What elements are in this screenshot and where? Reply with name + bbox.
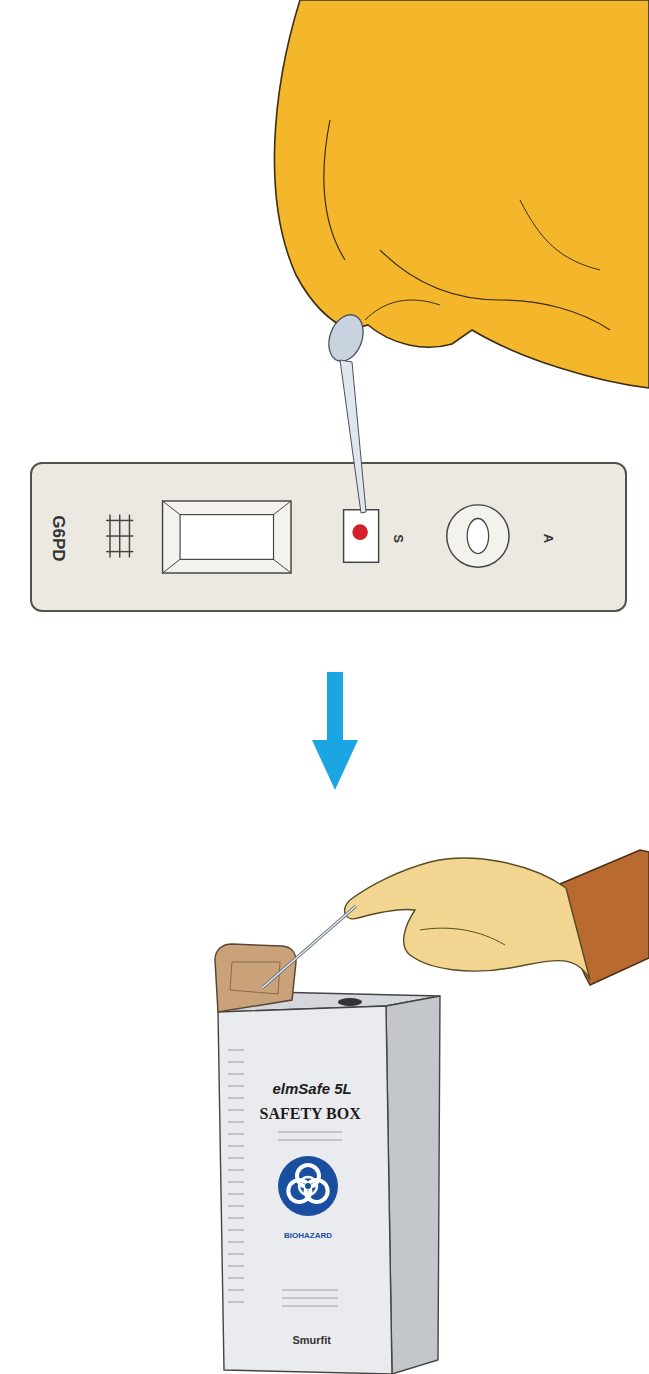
step-arrow (312, 672, 358, 790)
result-window (163, 501, 291, 573)
buffer-hole (467, 519, 488, 554)
glove-crease (420, 928, 505, 945)
fine-print (228, 1290, 244, 1291)
fine-print (228, 1086, 244, 1087)
bar-mark (106, 535, 133, 536)
glove-crease (324, 120, 345, 260)
fine-print (228, 1278, 244, 1279)
test-name: G6PD (50, 515, 67, 561)
light-glove (345, 858, 590, 980)
result-window-inner (180, 515, 273, 560)
fine-print (228, 1206, 244, 1207)
buffer-well-mark: A (542, 533, 555, 542)
fine-print (228, 1254, 244, 1255)
gloved-hand-disposing (262, 850, 649, 988)
fine-print (228, 1242, 244, 1243)
box-front (218, 1006, 392, 1374)
sharps-safety-box: elmSafe 5L SAFETY BOX BIOHAZARD Smurfit (200, 990, 450, 1374)
fine-print (228, 1134, 244, 1135)
fine-print (228, 1182, 244, 1183)
fine-print (228, 1074, 244, 1075)
box-opening (338, 998, 362, 1006)
window-bevel (163, 501, 291, 573)
biohazard-symbol (278, 1156, 338, 1216)
fine-print (228, 1302, 244, 1303)
pipette-tube (340, 360, 366, 513)
node-art (200, 990, 450, 1374)
fine-print (282, 1306, 338, 1307)
box-title: SAFETY BOX (260, 1106, 361, 1122)
fine-print (228, 1062, 244, 1063)
fine-print (228, 1122, 244, 1123)
node-art (32, 464, 625, 610)
glove-crease (380, 250, 610, 330)
used-pipette (262, 906, 356, 988)
pipette-bulb (323, 310, 369, 366)
fine-print (278, 1132, 342, 1133)
used-pipette-highlight (262, 906, 356, 988)
lid-flap (215, 944, 296, 1012)
fine-print (228, 1230, 244, 1231)
fine-print (228, 1266, 244, 1267)
hazard-label: BIOHAZARD (284, 1232, 332, 1240)
fine-print (228, 1146, 244, 1147)
lid-flap-crease (230, 962, 280, 994)
fine-print (228, 1098, 244, 1099)
fine-print (228, 1218, 244, 1219)
arrow-shaft (327, 672, 343, 742)
sample-well (344, 510, 379, 563)
bar-mark (106, 551, 133, 552)
arrow-head (312, 740, 358, 790)
blood-drop (352, 524, 368, 540)
arm-sleeve (560, 850, 649, 985)
gloved-hand-applying (274, 0, 649, 513)
yellow-glove (274, 0, 649, 388)
glove-crease (520, 200, 600, 270)
brand-name: elmSafe 5L (273, 1081, 352, 1096)
sample-well-mark: S (391, 534, 404, 543)
fine-print (278, 1140, 342, 1141)
box-side (386, 996, 440, 1374)
fine-print (228, 1194, 244, 1195)
fine-print (228, 1158, 244, 1159)
box-lid (215, 944, 296, 1012)
buffer-well (447, 505, 509, 567)
maker-name: Smurfit (293, 1335, 332, 1346)
fine-print (228, 1050, 244, 1051)
fine-print (228, 1170, 244, 1171)
fine-print (282, 1290, 338, 1291)
bar-mark (106, 520, 133, 521)
thumb-line (365, 300, 440, 320)
fine-print (282, 1298, 338, 1299)
fine-print (228, 1110, 244, 1111)
test-cassette: G6PD S A (30, 462, 627, 612)
